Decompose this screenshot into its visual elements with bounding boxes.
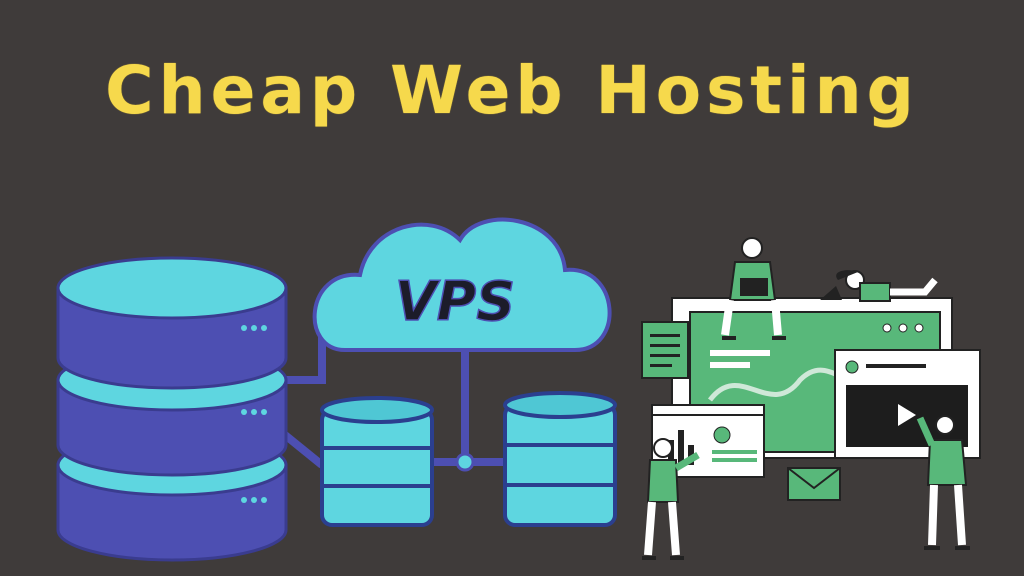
person-icon	[820, 270, 938, 302]
browser-window-icon	[834, 349, 981, 459]
person-icon	[642, 438, 700, 560]
page-title: Cheap Web Hosting	[105, 52, 919, 129]
play-icon	[898, 404, 916, 426]
database-icon	[320, 396, 434, 527]
document-icon	[641, 321, 689, 379]
database-icon	[56, 256, 288, 562]
envelope-icon	[787, 467, 841, 501]
person-icon	[916, 415, 970, 550]
database-icon	[503, 391, 617, 527]
cloud-label: VPS	[395, 270, 515, 333]
cloud-icon: VPS	[312, 217, 612, 352]
network-node	[455, 452, 475, 472]
person-icon	[721, 237, 786, 340]
